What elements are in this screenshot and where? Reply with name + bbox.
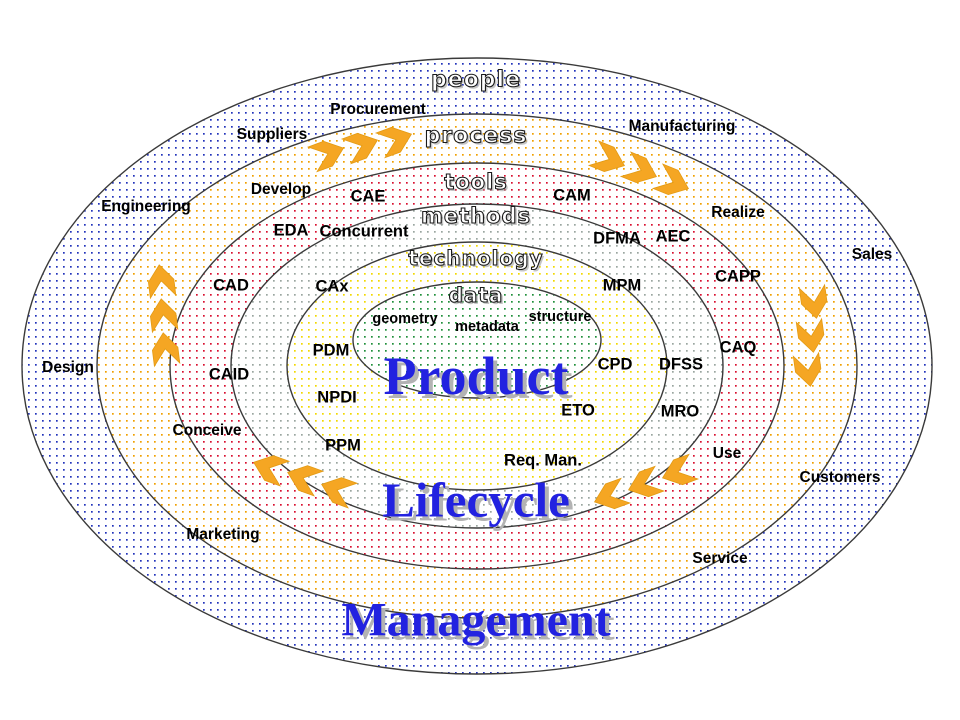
ring-data [352,281,602,399]
